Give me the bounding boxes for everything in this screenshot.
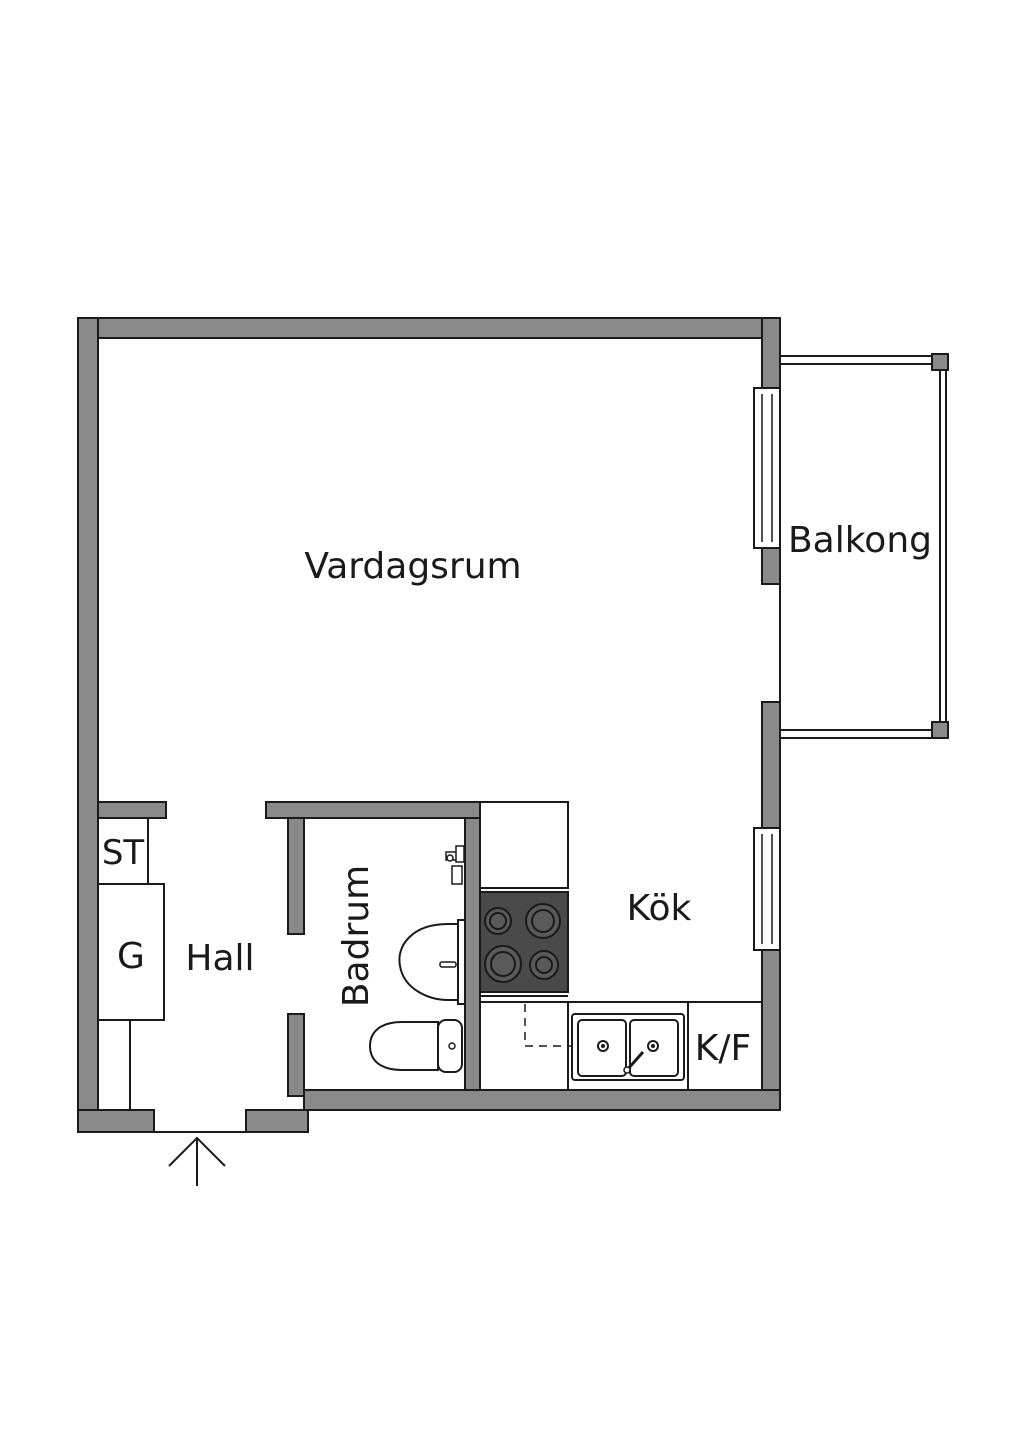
burner-large-top <box>525 903 561 939</box>
burner-small-bottom <box>529 950 559 980</box>
balcony <box>779 353 949 739</box>
kitchen-cabinet-upper <box>479 801 569 889</box>
label-vardagsrum: Vardagsrum <box>304 546 521 587</box>
dishwasher-outline <box>524 1004 580 1047</box>
wall-right-lower <box>761 949 781 1111</box>
shower-faucet <box>445 845 465 885</box>
wall-bath-left-upper <box>287 817 305 935</box>
burner-small-top <box>484 907 512 935</box>
storage-closet <box>97 817 149 885</box>
windows <box>753 387 781 951</box>
washbasin <box>398 919 466 1005</box>
wall-bath-top <box>265 801 481 819</box>
wall-hall-left-stub <box>97 801 167 819</box>
interior-walls <box>97 801 481 1097</box>
window-balcony <box>753 387 781 549</box>
wall-left <box>77 317 99 1133</box>
entrance-arrow <box>168 1136 226 1186</box>
wall-right-balcony-pier <box>761 545 781 585</box>
kitchen-sink <box>571 1013 685 1081</box>
outer-walls <box>77 317 781 1133</box>
stove-burners <box>484 903 561 983</box>
balcony-post-top <box>931 353 949 371</box>
wall-bottom-left <box>77 1109 155 1133</box>
bathroom-fixtures <box>368 845 466 1073</box>
label-kok: Kök <box>627 888 692 929</box>
wall-right-upper <box>761 317 781 391</box>
wall-right-middle <box>761 701 781 831</box>
balcony-post-bottom <box>931 721 949 739</box>
wall-bath-right <box>464 817 481 1091</box>
wall-bottom-right <box>303 1089 781 1111</box>
label-kf: K/F <box>695 1028 751 1069</box>
label-badrum: Badrum <box>336 865 377 1007</box>
kitchen-fixtures <box>479 801 763 1091</box>
label-hall: Hall <box>185 938 254 979</box>
toilet <box>368 1019 463 1073</box>
wall-top <box>77 317 781 339</box>
window-kitchen <box>753 827 781 951</box>
wall-bath-left-lower <box>287 1013 305 1097</box>
label-st: ST <box>102 833 145 873</box>
wardrobe <box>97 883 165 1021</box>
wall-bottom-mid <box>245 1109 309 1133</box>
label-g: G <box>117 936 145 977</box>
hall-closets <box>97 817 246 1133</box>
room-labels: Vardagsrum Balkong Kök Hall Badrum ST G … <box>102 520 932 1069</box>
label-balkong: Balkong <box>788 520 932 561</box>
